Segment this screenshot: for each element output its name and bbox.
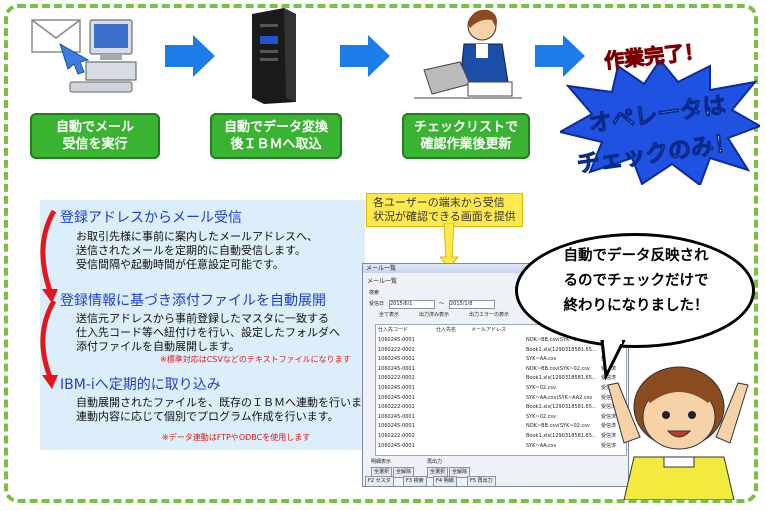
table-row-status: 受信済 — [601, 423, 617, 430]
window-title: メール一覧 — [363, 264, 628, 273]
mail-computer-icon — [31, 19, 137, 93]
table-row-code[interactable]: 1060245-0001 — [378, 385, 415, 391]
dashed-frame — [4, 4, 758, 503]
output-clear-all-button[interactable]: 全解除 — [449, 467, 471, 478]
table-row-status: 受信済 — [601, 433, 617, 439]
table-row-code[interactable]: 1060222-0002 — [378, 346, 415, 353]
speech-bubble-tail — [600, 340, 626, 380]
section-body-file-expand: 送信元アドレスから事前登録したマスタに一致する 仕入先コード等へ紐付けを行い、設… — [76, 312, 340, 353]
table-row-file: NOK~BB.csv(SYK~02.csv — [526, 423, 590, 430]
f3-button[interactable]: F3 検索 — [403, 476, 427, 486]
group-detail-label: 明細表示 — [371, 459, 392, 465]
table-row-file: Book1.xls(1290318581.65... — [526, 404, 597, 411]
table-row-code[interactable]: 1060245-0001 — [378, 337, 415, 343]
table-row-file: Book1.xls(1290318581.65... — [526, 433, 597, 439]
table-row-file: Book1.xls(1290318581.65... — [526, 346, 597, 353]
table-row-file: NOK~BB.csv(SYK~02.csv — [526, 337, 590, 343]
f2-button[interactable]: F2 セスタ — [365, 476, 394, 486]
table-row-file: Book1.xls(1290318581.65... — [526, 375, 597, 382]
speech-bubble-text: 自動でデータ反映され るのでチェックだけで 終わりになりました！ — [563, 248, 709, 314]
table-row-code[interactable]: 1060245-0001 — [378, 365, 415, 372]
column-header-code: 仕入先コード — [378, 327, 409, 333]
table-row-code[interactable]: 1060245-0001 — [378, 394, 415, 401]
f5-button[interactable]: F5 再出力 — [467, 476, 496, 486]
note-text-file-format: ※標準対応はCSVなどのテキストファイルになります — [160, 355, 351, 364]
table-row-file: SYK~02.csv — [526, 385, 556, 391]
table-row-status: 受信済 — [601, 442, 617, 449]
process-panel — [40, 200, 365, 450]
step-label-mail-receive: 自動でメール 受信を実行 — [30, 113, 160, 159]
section-body-mail-receive: お取引先様に事前に案内したメールアドレスへ、 送信されたメールを定期的に自動受信… — [76, 230, 318, 271]
filter-error-radio[interactable]: 出力エラーの表示 — [469, 312, 510, 318]
table-row-code[interactable]: 1060245-0001 — [378, 356, 415, 363]
column-header-email: メールアドレス — [471, 327, 507, 333]
date-from-field[interactable]: 2015/6/1 — [389, 300, 435, 309]
date-to-field[interactable]: 2015/1/8 — [449, 300, 495, 309]
table-row-file: SYK~02.csv — [526, 413, 556, 420]
arrow-right-icon — [535, 35, 585, 77]
group-output-label: 再出力 — [427, 459, 443, 465]
cheering-child-icon — [607, 366, 749, 500]
section-title-mail-receive: 登録アドレスからメール受信 — [60, 210, 242, 226]
operator-woman-icon — [414, 9, 522, 99]
table-row-code[interactable]: 1060222-0002 — [378, 404, 415, 411]
note-text-data-link: ※データ連動はFTPやODBCを使用します — [162, 433, 311, 442]
arrow-right-icon — [340, 35, 390, 77]
table-row-code[interactable]: 1060245-0001 — [378, 413, 415, 420]
section-title-file-expand: 登録情報に基づき添付ファイルを自動展開 — [60, 293, 326, 309]
table-row-file: SYK~AA.csv(SYK~AA2.csv — [526, 394, 593, 401]
date-label: 受信日 — [369, 301, 385, 307]
table-row-file: NOK~BB.csv(SYK~02.csv — [526, 365, 590, 372]
table-row-file: SYK~AA.csv — [526, 356, 557, 363]
filter-output-radio[interactable]: 出力済み表示 — [419, 312, 450, 318]
speech-bubble — [515, 233, 755, 348]
arrow-right-icon — [165, 35, 215, 77]
table-row-status: 受信済 — [601, 375, 617, 382]
filter-all-radio[interactable]: 全て表示 — [379, 312, 400, 318]
table-row-code[interactable]: 1060245-0001 — [378, 442, 415, 449]
table-row-file: SYK~AA.csv — [526, 442, 557, 449]
table-row-code[interactable]: 1060222-0002 — [378, 375, 415, 382]
section-body-ibm-import: 自動展開されたファイルを、既存のＩＢＭへ連動を行います。 連動内容に応じて個別で… — [76, 396, 383, 423]
f4-button[interactable]: F4 明細 — [433, 476, 457, 486]
callout-box: 各ユーザーの端末から受信 状況が確認できる画面を提供 — [366, 193, 523, 227]
search-label: 検索 — [369, 290, 380, 296]
table-row-status: 受信済 — [601, 394, 617, 401]
table-row-status: 受信済 — [601, 404, 617, 411]
step-label-checklist: チェックリストで 確認作業後更新 — [402, 113, 530, 159]
column-header-name: 仕入先名 — [436, 327, 457, 333]
date-separator: 〜 — [439, 301, 445, 307]
section-title-ibm-import: IBM-iへ定期的に取り込み — [60, 377, 221, 393]
window-heading: メール一覧 — [367, 278, 398, 285]
curved-arrow-icon — [40, 209, 58, 389]
ibm-server-icon — [252, 8, 296, 104]
completion-starburst — [560, 60, 760, 185]
callout-pointer — [440, 223, 460, 268]
table-row-status: 受信済 — [601, 413, 617, 420]
table-row-code[interactable]: 1060245-0001 — [378, 423, 415, 430]
step-label-data-convert: 自動でデータ変換 後ＩＢＭへ取込 — [210, 113, 342, 159]
table-row-code[interactable]: 1060222-0002 — [378, 433, 415, 439]
